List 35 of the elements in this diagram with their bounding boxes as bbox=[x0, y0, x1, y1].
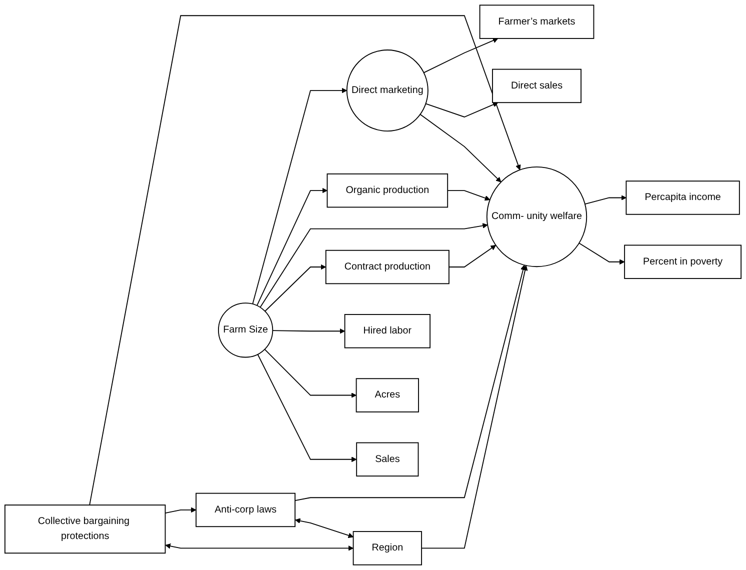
arrow bbox=[420, 114, 502, 182]
arrow bbox=[164, 507, 196, 514]
node-box: Percent in poverty bbox=[624, 244, 742, 279]
node-circle: Comm- unity welfare bbox=[486, 166, 588, 268]
arrow bbox=[425, 102, 498, 118]
arrow bbox=[584, 195, 626, 205]
node-box: Acres bbox=[356, 378, 419, 412]
node-box: Farmer’s markets bbox=[479, 4, 594, 39]
arrow bbox=[256, 188, 328, 306]
node-box: Anti-corp laws bbox=[196, 492, 296, 528]
node-box: Contract production bbox=[325, 250, 450, 284]
arrow bbox=[264, 348, 357, 398]
node-box: Organic production bbox=[326, 173, 448, 208]
node-circle: Farm Size bbox=[218, 302, 274, 358]
node-box: Direct sales bbox=[492, 68, 582, 104]
arrow bbox=[294, 264, 526, 502]
node-box: Collective bargaining protections bbox=[4, 504, 166, 554]
arrow bbox=[578, 242, 625, 265]
node-box: Hired labor bbox=[344, 314, 430, 348]
arrow bbox=[260, 223, 488, 308]
arrow bbox=[423, 38, 498, 74]
arrow bbox=[165, 543, 354, 551]
arrow bbox=[447, 190, 490, 201]
arrow bbox=[421, 265, 528, 549]
arrow bbox=[264, 264, 326, 312]
node-box: Percapita income bbox=[626, 180, 740, 215]
node-box: Sales bbox=[356, 442, 419, 476]
node-box: Region bbox=[352, 531, 422, 566]
arrow bbox=[448, 244, 496, 268]
node-circle: Direct marketing bbox=[346, 50, 428, 132]
arrow bbox=[272, 328, 346, 334]
arrow bbox=[89, 15, 521, 506]
arrow bbox=[252, 88, 348, 304]
arrow bbox=[295, 518, 354, 538]
arrow bbox=[257, 354, 357, 462]
